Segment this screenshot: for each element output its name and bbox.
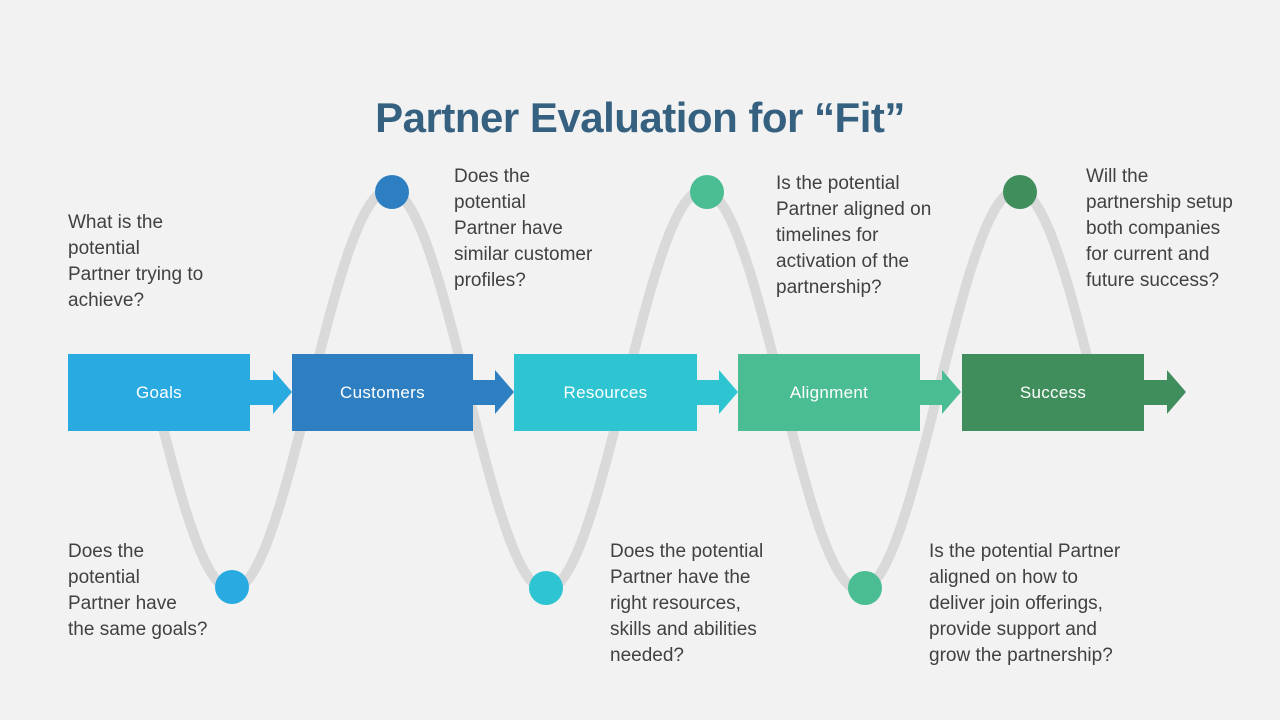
arrow-goals-to-customers <box>250 380 273 405</box>
step-label-alignment: Alignment <box>789 382 869 402</box>
annotation-alignment-bottom: Is the potential Partner aligned on how … <box>929 541 1121 666</box>
arrow-customers-to-resources <box>473 380 496 405</box>
arrow-alignment-to-success <box>920 380 943 405</box>
arrow-head-goals-to-customers <box>273 370 292 414</box>
annotation-success-top: Will the partnership setup both companie… <box>1086 166 1233 291</box>
annotation-goals-top: What is the potential Partner trying to … <box>68 212 204 311</box>
annotation-alignment-top: Is the potential Partner aligned on time… <box>776 173 932 298</box>
step-box-success: Success <box>962 354 1144 431</box>
resources-milestone-dot <box>529 571 563 605</box>
step-label-success: Success <box>1019 382 1087 402</box>
annotation-goals-bottom: Does the potential Partner have the same… <box>68 541 208 640</box>
step-box-resources: Resources <box>514 354 697 431</box>
annotation-resources-bottom: Does the potential Partner have the righ… <box>610 541 764 666</box>
step-label-goals: Goals <box>136 382 182 402</box>
step-box-goals: Goals <box>68 354 250 431</box>
success-milestone-dot <box>1003 175 1037 209</box>
step-box-alignment: Alignment <box>738 354 920 431</box>
arrow-head-resources-to-alignment <box>719 370 738 414</box>
arrow-resources-to-alignment <box>697 380 720 405</box>
step-box-customers: Customers <box>292 354 473 431</box>
alignment-bottom-milestone-dot <box>848 571 882 605</box>
customers-milestone-dot <box>375 175 409 209</box>
step-label-resources: Resources <box>563 382 648 402</box>
step-label-customers: Customers <box>340 382 425 402</box>
arrow-head-customers-to-resources <box>495 370 514 414</box>
arrow-head-success-forward <box>1167 370 1186 414</box>
arrow-head-alignment-to-success <box>942 370 961 414</box>
arrow-success-forward <box>1144 380 1167 405</box>
alignment-top-milestone-dot <box>690 175 724 209</box>
annotation-customers-top: Does the potential Partner have similar … <box>454 166 593 291</box>
slide-title: Partner Evaluation for “Fit” <box>375 94 905 142</box>
goals-milestone-dot <box>215 570 249 604</box>
